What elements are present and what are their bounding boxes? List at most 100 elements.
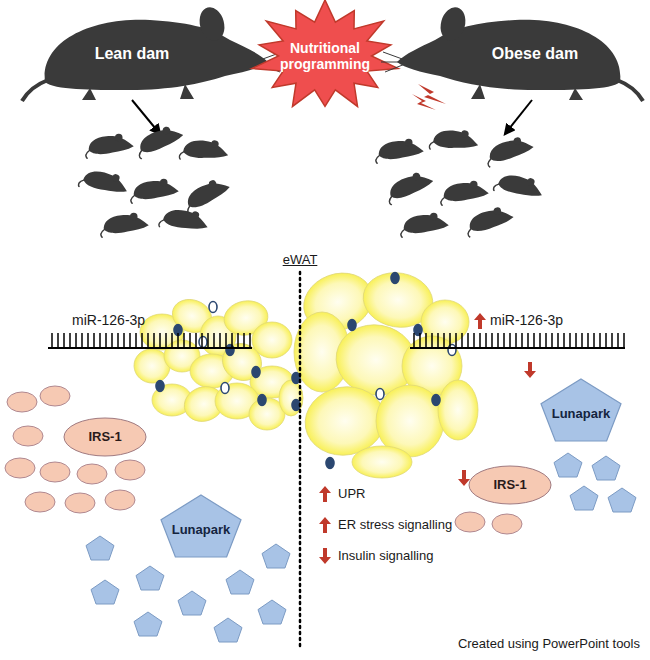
lunapark-molecule <box>258 600 286 624</box>
mouse-feet <box>82 84 194 100</box>
mirna-base <box>93 333 95 348</box>
mirna-base <box>99 333 101 348</box>
irs1-molecule <box>40 386 70 406</box>
nucleus <box>156 381 164 392</box>
irs1-molecule <box>25 492 55 512</box>
dam-silhouette: Obese dam <box>395 2 645 102</box>
mirna-base <box>219 333 221 348</box>
irs1-molecule <box>77 464 107 484</box>
mirna-base <box>51 333 53 348</box>
mirna-base <box>87 333 89 348</box>
mirna-base <box>575 333 577 348</box>
text-label: ER stress signalling <box>338 517 452 532</box>
nucleus <box>432 395 440 406</box>
mirna-base <box>419 333 421 348</box>
mirna-base <box>105 333 107 348</box>
pup-silhouette <box>429 125 481 158</box>
mirna-base <box>57 333 59 348</box>
lunapark-molecule <box>178 591 206 615</box>
lunapark-molecule <box>570 486 598 510</box>
mirna-backbone <box>410 347 625 349</box>
pentagon-shape <box>161 495 241 557</box>
mirna-base <box>581 333 583 348</box>
text-label: Created using PowerPoint tools <box>458 636 640 651</box>
mirna-base <box>557 333 559 348</box>
node-label: Lunapark <box>172 523 231 538</box>
lunapark-molecule <box>136 566 164 590</box>
mirna-base <box>159 333 161 348</box>
nucleus <box>209 302 217 313</box>
mouse-body <box>45 20 268 90</box>
dam-silhouette: Lean dam <box>20 2 270 102</box>
protein-oval: IRS-1 <box>468 465 552 505</box>
mirna-base <box>545 333 547 348</box>
node-label: IRS-1 <box>493 478 526 493</box>
pup-silhouette <box>180 175 234 215</box>
pup-silhouette <box>464 205 516 238</box>
pentagon-shape <box>541 379 621 441</box>
pup-silhouette <box>384 169 437 206</box>
mirna-backbone <box>48 347 252 349</box>
pup-silhouette <box>441 181 489 206</box>
mouse-ear <box>437 4 469 43</box>
mouse-tail <box>617 80 643 101</box>
mirna-base <box>449 333 451 348</box>
mouse-ear <box>196 4 228 43</box>
mirna-base <box>189 333 191 348</box>
mirna-base <box>147 333 149 348</box>
nucleus <box>226 345 234 356</box>
mirna-base <box>491 333 493 348</box>
descent-arrow <box>132 100 160 134</box>
divider-line <box>299 272 302 650</box>
nucleus <box>199 337 207 348</box>
irs1-molecule <box>65 493 95 513</box>
protein-pentagon: Lunapark <box>540 378 622 442</box>
mirna-base <box>243 333 245 348</box>
mirna-base <box>171 333 173 348</box>
mirna-base <box>527 333 529 348</box>
mirna-base <box>473 333 475 348</box>
mirna-base <box>437 333 439 348</box>
mirna-base <box>587 333 589 348</box>
irs1-molecule <box>492 514 522 534</box>
increase-arrow <box>319 517 331 533</box>
nucleus <box>252 367 260 378</box>
mirna-base <box>135 333 137 348</box>
irs1-molecule <box>7 392 37 412</box>
mirna-base <box>479 333 481 348</box>
mirna-base <box>117 333 119 348</box>
mirna-base <box>413 333 415 348</box>
lunapark-molecule <box>86 536 114 560</box>
mouse-body <box>397 20 620 90</box>
mirna-base <box>599 333 601 348</box>
mirna-base <box>165 333 167 348</box>
mirna-base <box>485 333 487 348</box>
decrease-arrow <box>524 362 536 378</box>
pup-silhouette <box>78 163 132 203</box>
pup-silhouette <box>493 167 547 207</box>
adipocyte <box>438 380 478 440</box>
descent-arrow <box>505 100 532 134</box>
irs1-molecule <box>455 512 485 532</box>
mirna-base <box>617 333 619 348</box>
pup-silhouette <box>101 213 149 238</box>
decrease-arrow <box>319 548 331 564</box>
mirna-base <box>201 333 203 348</box>
node-label: Lunapark <box>552 407 611 422</box>
decrease-arrow <box>458 470 470 486</box>
mirna-base <box>425 333 427 348</box>
mirna-base <box>611 333 613 348</box>
lunapark-molecule <box>134 612 162 636</box>
mirna-base <box>75 333 77 348</box>
nucleus <box>376 389 384 400</box>
mirna-base <box>539 333 541 348</box>
starburst: Nutritional programming <box>250 0 400 112</box>
nucleus <box>448 345 456 356</box>
mirna-base <box>563 333 565 348</box>
protein-molecules <box>5 386 636 642</box>
text-label: miR-126-3p <box>72 312 145 328</box>
mirna-base <box>213 333 215 348</box>
pup-silhouette <box>401 213 449 238</box>
mirna-base <box>497 333 499 348</box>
